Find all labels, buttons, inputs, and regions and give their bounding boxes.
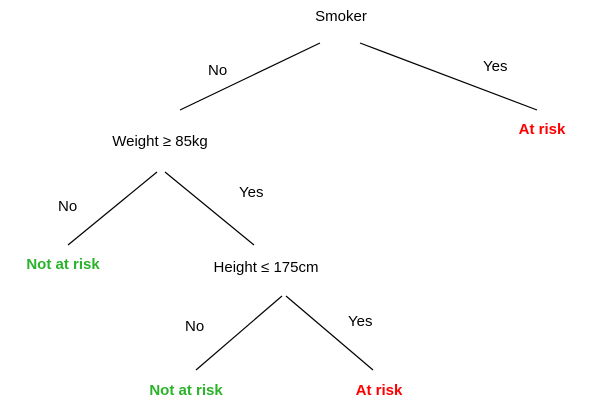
edge-label-weight-no: No: [58, 198, 78, 215]
node-smoker: Smoker: [315, 8, 367, 25]
edge-label-smoker-yes: Yes: [483, 58, 508, 75]
edge-label-height-no: No: [185, 318, 205, 335]
leaf-at-risk-height: At risk: [355, 382, 403, 399]
edge-weight-no: [67, 171, 158, 246]
edge-label-weight-yes: Yes: [239, 184, 264, 201]
node-height: Height ≤ 175cm: [213, 259, 319, 276]
edge-smoker-yes: [359, 42, 538, 111]
node-weight: Weight ≥ 85kg: [112, 133, 208, 150]
edge-smoker-no: [179, 42, 321, 111]
edge-weight-yes: [164, 171, 255, 246]
leaf-not-at-risk-height: Not at risk: [149, 382, 223, 399]
edge-height-no: [195, 295, 283, 371]
leaf-not-at-risk-weight: Not at risk: [26, 256, 100, 273]
leaf-at-risk-smoker: At risk: [518, 121, 566, 138]
edge-label-height-yes: Yes: [348, 313, 373, 330]
edge-label-smoker-no: No: [208, 62, 228, 79]
edge-height-yes: [285, 295, 374, 371]
